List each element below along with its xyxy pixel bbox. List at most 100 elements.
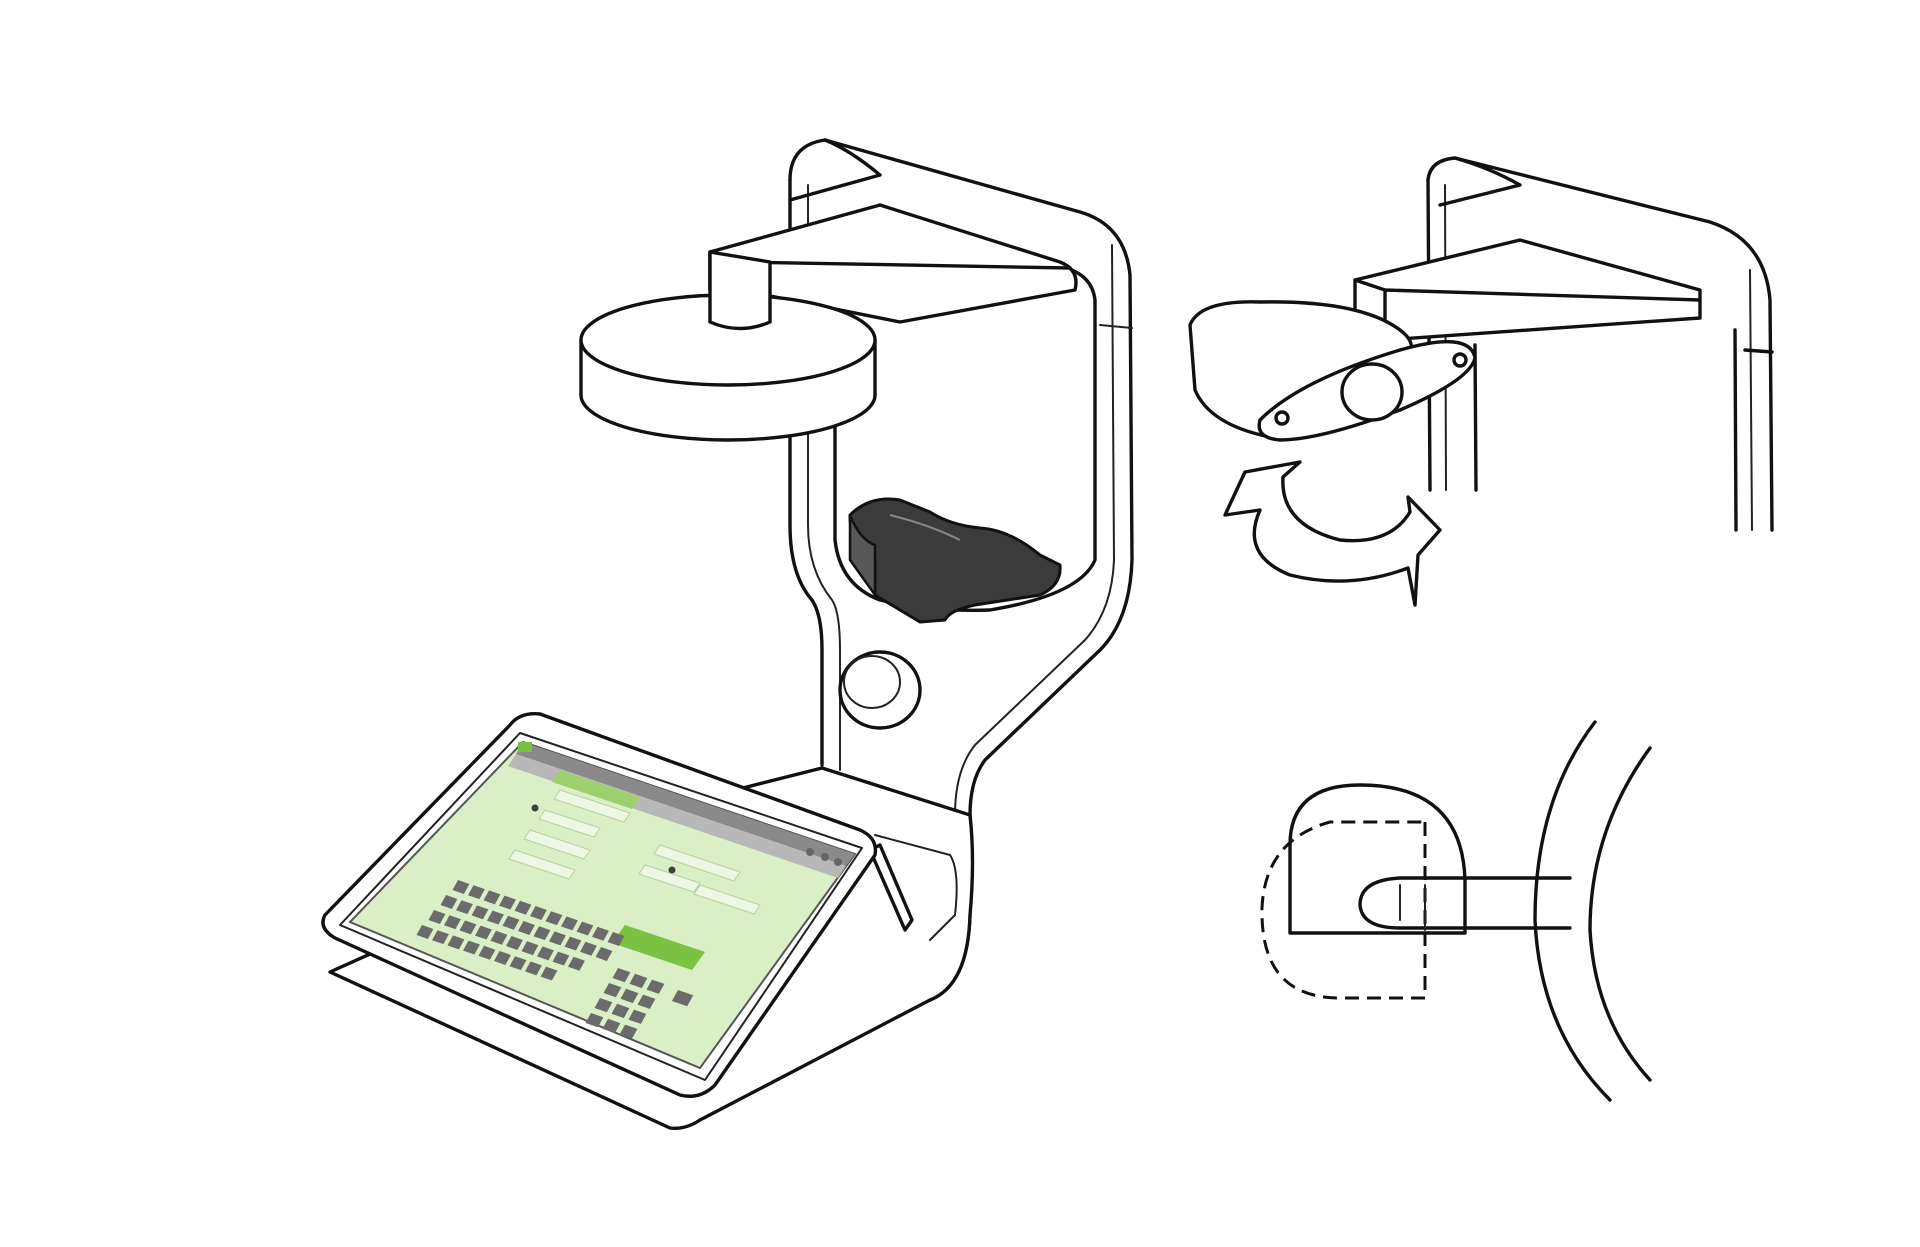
detail-head-body: [1188, 300, 1414, 440]
screen-header-icons: [806, 848, 842, 866]
screen-radio-dots: [531, 804, 676, 874]
keyboard-key: [471, 905, 489, 920]
keyboard-key: [561, 916, 578, 931]
keyboard-key: [576, 921, 594, 936]
detail-inner: [1473, 328, 1774, 532]
base-inner-edge: [874, 834, 958, 941]
keyboard-key: [494, 951, 511, 965]
screen-action-button: [612, 925, 705, 970]
keyboard-key: [452, 880, 470, 894]
keyboard-key: [580, 941, 597, 956]
sensor-head: [579, 250, 877, 442]
column-front-leg: [788, 178, 824, 767]
keyboard-key: [607, 932, 625, 946]
rotation-arrow: [1223, 460, 1442, 607]
keyboard-key: [432, 930, 449, 945]
keyboard-key: [564, 936, 582, 951]
screen-numpad: [585, 968, 694, 1039]
detail-lens-dot-l: [1274, 410, 1290, 426]
column-inner-opening: [833, 266, 1097, 612]
detail-solid-profile: [1288, 783, 1467, 935]
keyboard-key: [537, 946, 554, 961]
numpad-extra-key: [671, 990, 694, 1007]
numpad-key: [629, 973, 648, 989]
keyboard-key: [478, 945, 496, 960]
keyboard-key: [447, 935, 465, 950]
screen-keyboard: [416, 880, 625, 981]
numpad-key: [611, 1003, 630, 1019]
column-seam-2: [1099, 324, 1133, 329]
screen-form-fields: [508, 789, 761, 915]
keyboard-key: [530, 906, 547, 920]
keyboard-key: [552, 951, 570, 966]
column-seam: [954, 244, 1115, 916]
keyboard-key: [518, 921, 535, 935]
detail-lens: [1340, 362, 1404, 422]
keyboard-key: [514, 900, 532, 915]
keyboard-key: [428, 910, 446, 924]
detail-lens-dot-r: [1452, 352, 1468, 368]
numpad-key: [619, 1024, 638, 1039]
keyboard-key: [502, 915, 520, 930]
top-arm-top-edge: [738, 260, 1072, 270]
detail-arch-front-seam: [1444, 184, 1447, 491]
keyboard-key: [416, 925, 434, 939]
detail-arch: [1426, 156, 1774, 532]
numpad-key: [620, 988, 639, 1004]
numpad-key: [612, 968, 631, 983]
keyboard-key: [595, 947, 613, 961]
screen-logo: [518, 742, 532, 752]
numpad-key: [585, 1013, 604, 1028]
tablet-screen: [348, 740, 857, 1070]
keyboard-key: [483, 890, 501, 905]
keyboard-key: [463, 940, 480, 955]
detail-rod: [1358, 876, 1572, 930]
keyboard-key: [509, 956, 527, 971]
numpad-key: [628, 1009, 647, 1024]
adjustment-knob: [838, 650, 922, 730]
keyboard-key: [533, 926, 551, 941]
position-detail: [1260, 720, 1652, 1102]
keyboard-key: [540, 966, 558, 981]
keyboard-key: [440, 895, 458, 909]
keyboard-key: [468, 885, 485, 900]
column-front-seam: [807, 184, 841, 771]
keyboard-key: [456, 900, 473, 915]
keyboard-key: [444, 915, 461, 930]
sensor-neck: [708, 250, 772, 331]
keyboard-key: [525, 961, 542, 976]
screen-tab-active: [552, 770, 640, 809]
control-tablet: [321, 712, 878, 1098]
keyboard-key: [506, 936, 523, 950]
keyboard-key: [521, 941, 539, 956]
keyboard-key: [499, 895, 516, 910]
detail-dashed-profile: [1260, 820, 1427, 1000]
keyboard-key: [568, 956, 585, 971]
main-device: [321, 138, 1134, 1131]
detail-rod-inner: [1399, 884, 1426, 931]
keyboard-key: [490, 930, 508, 945]
detail-curve-outer: [1533, 720, 1612, 1102]
screen-header-bar: [516, 742, 855, 866]
numpad-key: [637, 994, 656, 1009]
numpad-key: [603, 983, 622, 998]
detail-head: [1188, 300, 1477, 442]
keyboard-key: [459, 920, 477, 935]
chin-rest: [848, 497, 1062, 624]
detail-top-edge: [1438, 156, 1522, 207]
numpad-key: [602, 1018, 621, 1034]
keyboard-key: [475, 925, 492, 940]
keyboard-key: [592, 926, 609, 941]
numpad-key: [594, 998, 613, 1013]
column-top-edge: [788, 138, 882, 202]
rotation-detail: [1188, 156, 1774, 607]
keyboard-key: [487, 910, 504, 925]
numpad-key: [646, 979, 665, 994]
tablet-bezel-inner: [339, 732, 863, 1081]
detail-arch-seam: [1749, 269, 1753, 531]
keyboard-key: [545, 911, 563, 926]
detail-curve-inner: [1588, 746, 1652, 1082]
keyboard-key: [549, 931, 566, 946]
